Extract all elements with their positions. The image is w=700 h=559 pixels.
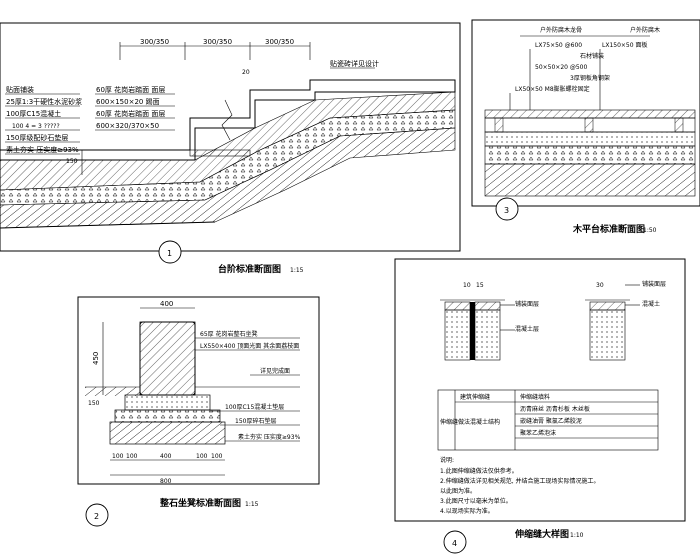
joint-label-c: 铺装面层 <box>642 280 666 288</box>
detail-2-title: 整石坐凳标准断面图 <box>159 497 241 509</box>
left-layer-4: 100 4 = 3 ????? <box>12 123 60 130</box>
bench-label-3: 详见完成面 <box>260 367 290 375</box>
detail-4-title: 伸缩缝大样图 <box>514 528 569 540</box>
deck-label-2: LX150×50 面板 <box>602 41 647 49</box>
joint-dim-a: 10 <box>463 282 471 289</box>
detail-3-header-right: 户外防腐木 <box>630 26 660 34</box>
table-row-3: 伸缩缝填料 <box>520 393 550 401</box>
bench-dim-b2: 100 <box>126 453 138 460</box>
detail-3-frame <box>471 19 700 207</box>
detail-1-number: 1 <box>167 249 172 258</box>
table-row-6: 聚苯乙烯泡沫 <box>520 429 556 437</box>
table-row-5: 嵌缝油膏 聚氯乙烯胶泥 <box>520 417 582 425</box>
left-layer-3: 100厚C15混凝土 <box>6 109 61 118</box>
left-layer-2: 25厚1:3干硬性水泥砂浆 <box>6 97 82 106</box>
note-3: 以此图为准。 <box>440 487 476 495</box>
note-2: 2.伸缩缝做法详见相关规范, 并结合施工现场实际情况施工。 <box>440 477 600 485</box>
table-head: 伸缩缝做法 <box>440 418 470 426</box>
bench-label-4: 100厚C15混凝土垫层 <box>225 403 284 411</box>
notes-title: 说明: <box>440 456 454 464</box>
joint-label-a: 铺装面层 <box>515 300 539 308</box>
deck-label-4: 50×50×20 @500 <box>535 64 588 71</box>
deck-label-5: 3厚钢板角钢架 <box>570 74 610 82</box>
bench-dim-width: 400 <box>160 300 173 308</box>
joint-table <box>437 389 659 451</box>
pave-label: 贴瓷砖详见设计 <box>330 59 379 68</box>
detail-3-header-left: 户外防腐木龙骨 <box>540 26 582 34</box>
dim-side: 150 <box>66 158 78 165</box>
deck-label-6: LX50×50 M8膨胀螺栓固定 <box>515 85 590 93</box>
bench-label-5: 150厚碎石垫层 <box>235 417 276 425</box>
detail-4-number-circle <box>443 530 467 554</box>
detail-3-scale: 1:50 <box>643 227 657 234</box>
joint-label-d: 混凝土 <box>642 300 660 308</box>
left-layer-6: 素土夯实 压实度≥93% <box>6 145 79 154</box>
detail-2-scale: 1:15 <box>245 501 259 508</box>
detail-2-frame <box>77 296 320 485</box>
right-layer-3: 60厚 花岗岩踏面 面层 <box>96 109 165 118</box>
detail-3-number-circle <box>495 197 519 221</box>
joint-dim-c: 30 <box>596 282 604 289</box>
bench-dim-b1: 100 <box>112 453 124 460</box>
deck-label-1: LX75×50 @600 <box>535 42 582 49</box>
dim-top-2: 300/350 <box>203 38 232 46</box>
dim-top-1: 300/350 <box>140 38 169 46</box>
right-layer-1: 60厚 花岗岩踏面 面层 <box>96 85 165 94</box>
bench-label-1: 65厚 花岗岩整石坐凳 <box>200 330 258 338</box>
table-row-1: 建筑伸缩缝 <box>460 393 490 401</box>
detail-1-scale: 1:15 <box>290 267 304 274</box>
detail-1-number-circle <box>158 240 182 264</box>
bench-dim-height: 450 <box>92 352 100 365</box>
joint-label-b: 混凝土层 <box>515 325 539 333</box>
detail-4-number: 4 <box>452 539 457 548</box>
detail-1-frame <box>0 22 461 252</box>
table-row-4: 沥青麻丝 沥青杉板 木丝板 <box>520 405 590 413</box>
detail-2-number-circle <box>85 503 109 527</box>
right-layer-4: 600×320/370×50 <box>96 122 159 130</box>
right-layer-2: 600×150×20 踢面 <box>96 98 160 106</box>
bench-dim-b4: 100 <box>196 453 208 460</box>
detail-3-title: 木平台标准断面图 <box>572 223 645 235</box>
bench-dim-total: 800 <box>160 478 172 485</box>
deck-label-3: 石材铺装 <box>580 52 604 60</box>
detail-2-bench-section: 400 450 150 65厚 花岗岩整石坐凳 LX550×400 顶面光面 其… <box>77 296 320 527</box>
note-1: 1.此图伸缩缝做法仅供参考。 <box>440 467 518 475</box>
note-5: 4.以现场实际为准。 <box>440 507 494 515</box>
detail-2-number: 2 <box>94 512 99 521</box>
detail-3-deck-section: 户外防腐木龙骨 户外防腐木 LX75×50 @600 LX150×50 面板 石… <box>471 19 700 235</box>
note-4: 3.此图尺寸以毫米为单位。 <box>440 497 512 505</box>
dim-step: 20 <box>242 69 250 76</box>
left-layer-5: 150厚级配砂石垫层 <box>6 133 68 142</box>
bench-label-6: 素土夯实 压实度≥93% <box>238 433 301 441</box>
bench-dim-b5: 100 <box>211 453 223 460</box>
bench-dim-b3: 400 <box>160 453 172 460</box>
detail-1-title: 台阶标准断面图 <box>218 263 281 275</box>
joint-dim-b: 15 <box>476 282 484 289</box>
detail-4-scale: 1:10 <box>570 532 584 539</box>
table-row-2: 混凝土结构 <box>470 418 500 426</box>
detail-3-number: 3 <box>504 206 509 215</box>
dim-top-3: 300/350 <box>265 38 294 46</box>
left-layer-1: 贴面铺装 <box>6 85 34 94</box>
detail-4-expansion-joint: 10 15 铺装面层 混凝土层 30 铺装面层 混凝土 伸缩缝做法 建筑伸缩缝 … <box>394 258 686 554</box>
detail-1-step-section: 300/350 300/350 300/350 20 150 贴面铺装 25厚1… <box>0 22 461 275</box>
bench-label-2: LX550×400 顶面光面 其余面荔枝面 <box>200 342 299 350</box>
bench-dim-left: 150 <box>88 400 100 407</box>
detail-4-frame <box>394 258 686 522</box>
